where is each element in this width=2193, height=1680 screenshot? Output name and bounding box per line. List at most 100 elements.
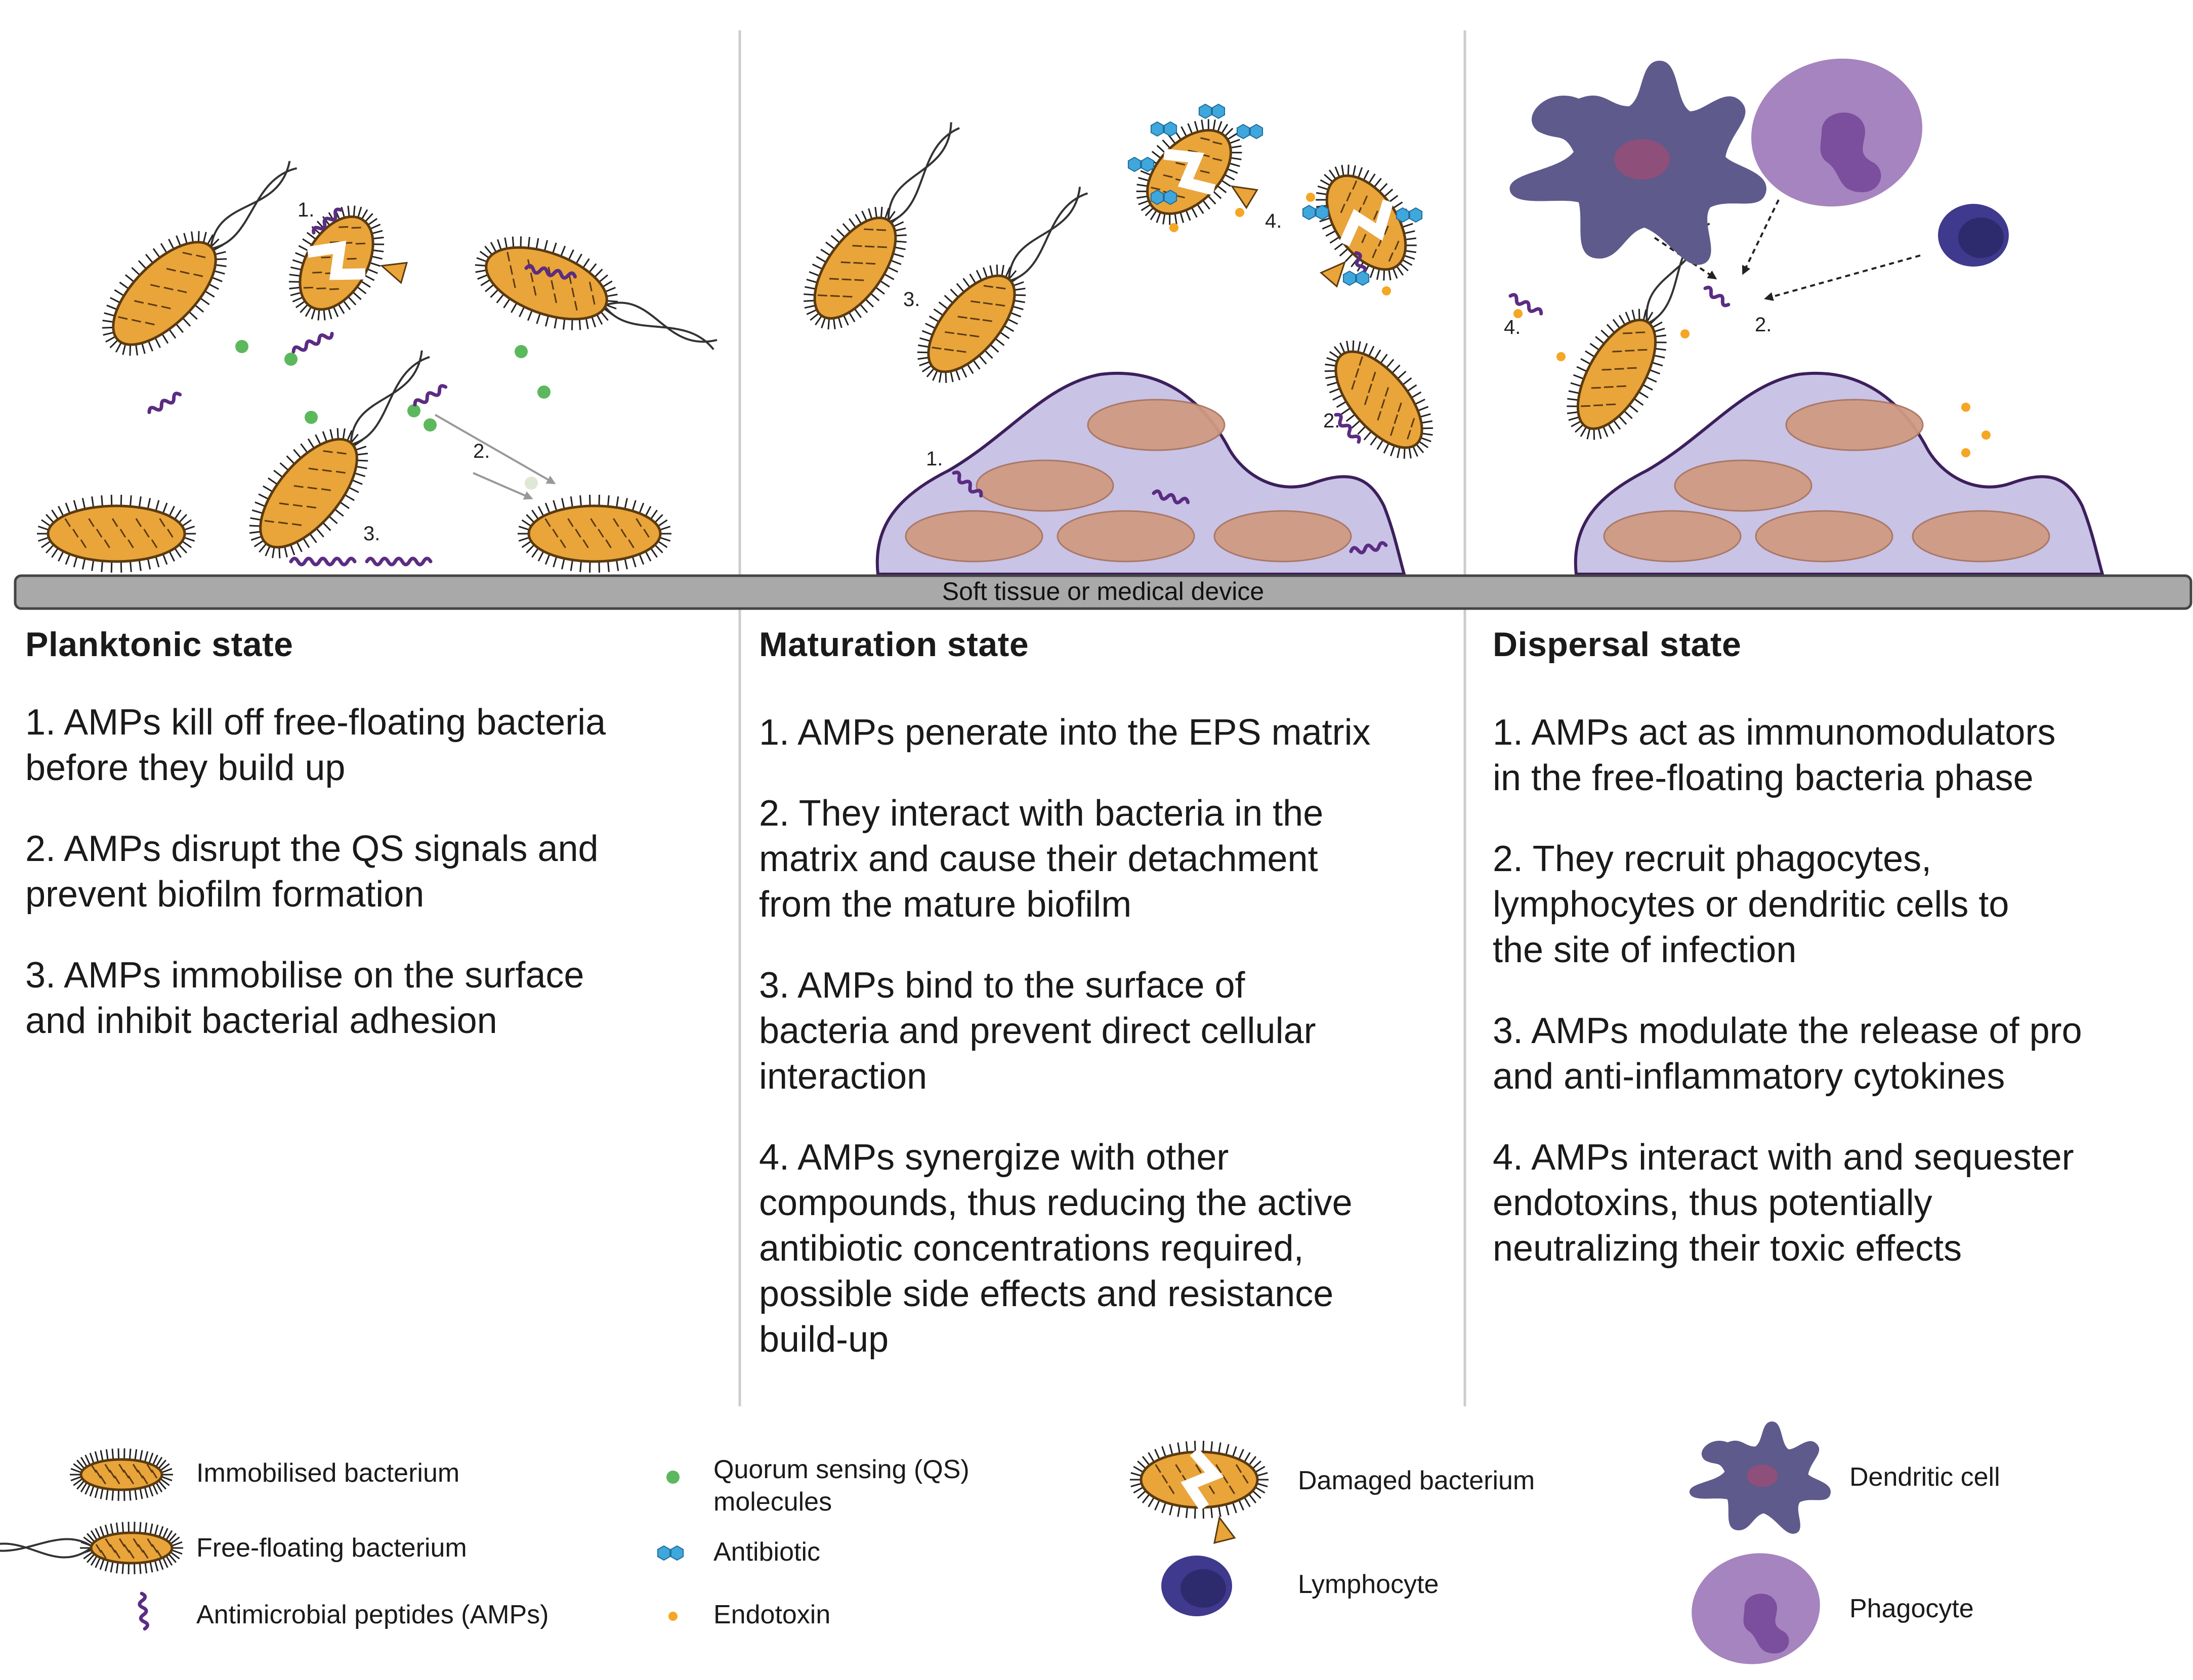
antibiotic-molecule [1236,123,1263,140]
amp-peptide [952,470,983,498]
endotoxin-particle [1235,208,1244,217]
legend-dendritic-icon [1689,1421,1831,1534]
panel-dispersal-item-2: 2. They recruit phagocytes, lymphocytes … [1493,839,2009,970]
panel-planktonic-item-3: 3. AMPs immobilise on the surface and in… [25,955,584,1041]
amp-peptide [1508,293,1543,316]
recruit-arrow-lymphocyte [1764,254,1921,301]
antibiotic-molecule [1302,204,1329,221]
legend-endotoxin-label: Endotoxin [713,1600,831,1629]
endotoxin-particle [1306,193,1315,202]
legend-lymphocyte-icon [1161,1556,1232,1616]
panel-dispersal-item-4: 4. AMPs interact with and sequester endo… [1493,1137,2074,1269]
free-bacterium-p1-c [249,350,430,558]
qs-molecule [407,404,420,417]
antibiotic-molecule [1342,270,1370,286]
antibiotic-molecule [1127,156,1155,173]
panel3-marker-4: 4. [1504,316,1521,338]
legend-immobilised-label: Immobilised bacterium [196,1458,460,1488]
legend-qs-icon [666,1471,680,1484]
endotoxin-particle [1513,309,1523,318]
qs-molecule [525,477,538,490]
phagocyte-nucleus-top [1820,112,1881,192]
endotoxin-particle [1961,403,1970,412]
legend-amps-icon [138,1591,149,1631]
amp-peptide [147,392,182,414]
damaged-bacterium-p1 [288,205,408,321]
amp-peptide [365,556,433,567]
panel-maturation-item-4: 4. AMPs synergize with other compounds, … [759,1137,1353,1360]
qs-molecule [235,340,248,353]
amp-peptide [312,207,343,235]
free-bacterium-p2-a [804,122,960,330]
biofilm-maturation [875,371,1406,576]
panel-planktonic-item-2: 2. AMPs disrupt the QS signals and preve… [25,829,599,915]
panel-maturation-item-2: 2. They interact with bacteria in the ma… [759,793,1324,925]
immobilised-bacterium-p1-a [37,495,196,573]
panel-dispersal-item-3: 3. AMPs modulate the release of pro and … [1493,1011,2082,1097]
qs-molecule [305,411,318,424]
legend-qs-label: Quorum sensing (QS) molecules [713,1455,969,1517]
antibiotic-molecule [1198,103,1226,119]
amp-peptide [1703,285,1731,308]
amp-peptide [1349,541,1388,554]
amp-peptide [413,384,448,407]
legend-dendritic-label: Dendritic cell [1849,1462,2000,1492]
antibiotic-molecule [1396,207,1423,223]
legend-phagocyte-label: Phagocyte [1849,1594,1974,1623]
panel-dispersal-heading: Dispersal state [1493,625,1742,664]
legend-amps-label: Antimicrobial peptides (AMPs) [196,1600,549,1629]
legend-damaged-icon [1130,1441,1269,1544]
panel-planktonic-heading: Planktonic state [25,625,293,664]
legend-antibiotic-label: Antibiotic [713,1537,820,1567]
endotoxin-particle [1169,223,1178,232]
free-bacterium-p1-a [102,160,298,356]
legend-lymphocyte-label: Lymphocyte [1298,1570,1439,1599]
panel-planktonic-item-1: 1. AMPs kill off free-floating bacteria … [25,702,606,788]
legend-antibiotic-icon [657,1545,684,1561]
legend-immobilised-icon [70,1448,173,1501]
dendritic-nucleus-top [1614,139,1670,180]
panel1-marker-3: 3. [363,523,380,545]
lymphocyte-nucleus-top [1958,218,2004,258]
amp-peptide [1152,489,1190,505]
qs-arrow-a [435,414,556,484]
amp-peptide [524,264,577,280]
legend-phagocyte-icon [1692,1553,1820,1664]
panel2-marker-4: 4. [1265,210,1282,232]
endotoxin-particle [1961,448,1970,457]
qs-arrow-b [473,472,533,500]
panel2-marker-1: 1. [926,448,943,470]
endotoxin-particle [1556,352,1566,361]
free-bacterium-p1-b [475,236,718,351]
damaged-bacterium-p2-a [1136,119,1258,225]
panel2-marker-3: 3. [903,288,920,311]
panel-maturation-item-3: 3. AMPs bind to the surface of bacteria … [759,965,1316,1097]
free-bacterium-p2-c [1324,340,1433,459]
panel-maturation: Maturation state 1. AMPs penerate into t… [759,625,1457,1398]
endotoxin-particle [1680,329,1690,338]
panel-planktonic: Planktonic state 1. AMPs kill off free-f… [25,625,724,1079]
biofilm-dispersal [1574,371,2104,576]
endotoxin-particle [1981,430,1991,440]
legend-free-floating-label: Free-floating bacterium [196,1533,467,1563]
panel1-marker-2: 2. [473,440,490,462]
damaged-bacterium-p2-b [1316,164,1417,288]
legend-endotoxin-icon [668,1612,678,1621]
endotoxin-particle [1382,286,1391,295]
amp-peptide [289,556,357,567]
amp-peptide [291,332,334,354]
antibiotic-molecule [1150,189,1177,205]
panel1-marker-1: 1. [298,199,314,221]
panel-maturation-heading: Maturation state [759,625,1029,664]
panel2-marker-2: 2. [1323,410,1340,432]
panel-dispersal: Dispersal state 1. AMPs act as immunomod… [1493,625,2191,1307]
amp-peptide [1334,413,1361,444]
free-bacterium-p3 [1567,218,1710,440]
recruit-arrow-phagocyte [1742,199,1780,275]
qs-molecule [284,353,298,366]
substrate-bar [14,574,2192,610]
qs-molecule [424,418,437,432]
qs-molecule [515,345,528,358]
panel-maturation-item-1: 1. AMPs penerate into the EPS matrix [759,712,1371,753]
